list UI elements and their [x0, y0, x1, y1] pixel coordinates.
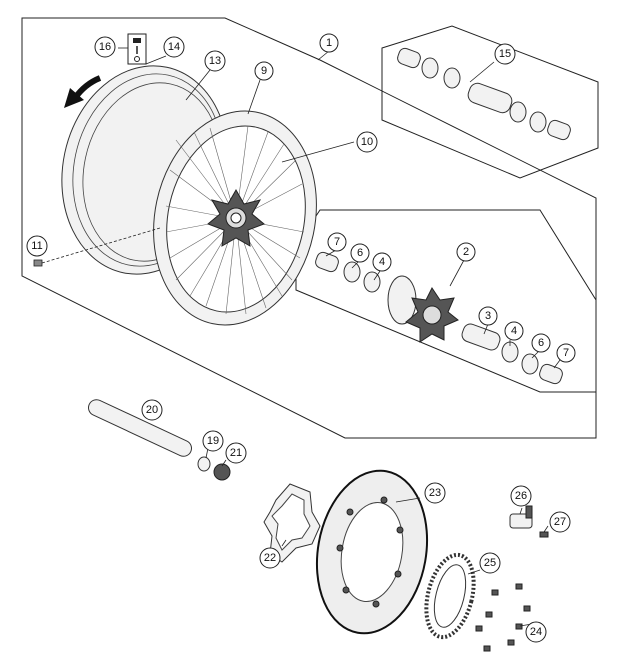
callout-16: 16 [94, 36, 116, 58]
svg-text:4: 4 [511, 325, 517, 337]
hub-outline [295, 209, 597, 393]
svg-text:2: 2 [463, 246, 469, 258]
svg-text:25: 25 [484, 557, 496, 569]
svg-text:13: 13 [209, 55, 221, 67]
svg-text:22: 22 [264, 552, 276, 564]
bearing-kit-parts [397, 47, 571, 141]
abs-ring [424, 552, 476, 640]
brake-disc-carrier [263, 483, 321, 563]
rotation-arrow-icon [64, 75, 102, 108]
svg-text:24: 24 [530, 626, 542, 638]
bolts [475, 583, 531, 652]
callout-20: 20 [141, 399, 163, 421]
svg-text:9: 9 [261, 65, 267, 77]
callout-14: 14 [163, 36, 185, 58]
callout-6: 6 [350, 243, 370, 263]
callout-15: 15 [494, 43, 516, 65]
callout-7: 7 [556, 343, 576, 363]
wheel-assembly [61, 65, 317, 326]
callout-10: 10 [356, 131, 378, 153]
callout-1: 1 [319, 33, 339, 53]
svg-text:14: 14 [168, 41, 180, 53]
svg-text:3: 3 [485, 310, 491, 322]
callout-7: 7 [327, 232, 347, 252]
svg-text:23: 23 [429, 487, 441, 499]
svg-text:10: 10 [361, 136, 373, 148]
callout-13: 13 [204, 50, 226, 72]
callout-4: 4 [504, 321, 524, 341]
svg-text:1: 1 [326, 37, 332, 49]
callout-11: 11 [26, 235, 48, 257]
svg-text:20: 20 [146, 404, 158, 416]
leader-lines [118, 47, 561, 627]
axle-parts [87, 399, 231, 481]
svg-text:27: 27 [554, 516, 566, 528]
callout-2: 2 [456, 242, 476, 262]
callout-19: 19 [202, 430, 224, 452]
hub-parts [315, 251, 563, 385]
callout-22: 22 [259, 547, 281, 569]
callout-9: 9 [254, 61, 274, 81]
callout-3: 3 [478, 306, 498, 326]
callout-4: 4 [372, 252, 392, 272]
svg-text:6: 6 [357, 247, 363, 259]
svg-text:16: 16 [99, 41, 111, 53]
callout-24: 24 [525, 621, 547, 643]
svg-text:7: 7 [334, 236, 340, 248]
callout-23: 23 [424, 482, 446, 504]
label-sticker [127, 33, 147, 65]
svg-text:21: 21 [230, 447, 242, 459]
svg-text:19: 19 [207, 435, 219, 447]
callout-6: 6 [531, 333, 551, 353]
bearing-kit-outline [381, 25, 599, 179]
svg-text:6: 6 [538, 337, 544, 349]
callout-26: 26 [510, 485, 532, 507]
svg-text:11: 11 [31, 240, 42, 252]
svg-text:26: 26 [515, 490, 527, 502]
callout-25: 25 [479, 552, 501, 574]
wheel-speed-sensor [509, 505, 549, 538]
svg-text:15: 15 [499, 48, 511, 60]
callout-27: 27 [549, 511, 571, 533]
valve-part [33, 227, 161, 267]
brake-disc [315, 469, 429, 635]
svg-text:4: 4 [379, 256, 385, 268]
svg-text:7: 7 [563, 347, 569, 359]
callout-21: 21 [225, 442, 247, 464]
